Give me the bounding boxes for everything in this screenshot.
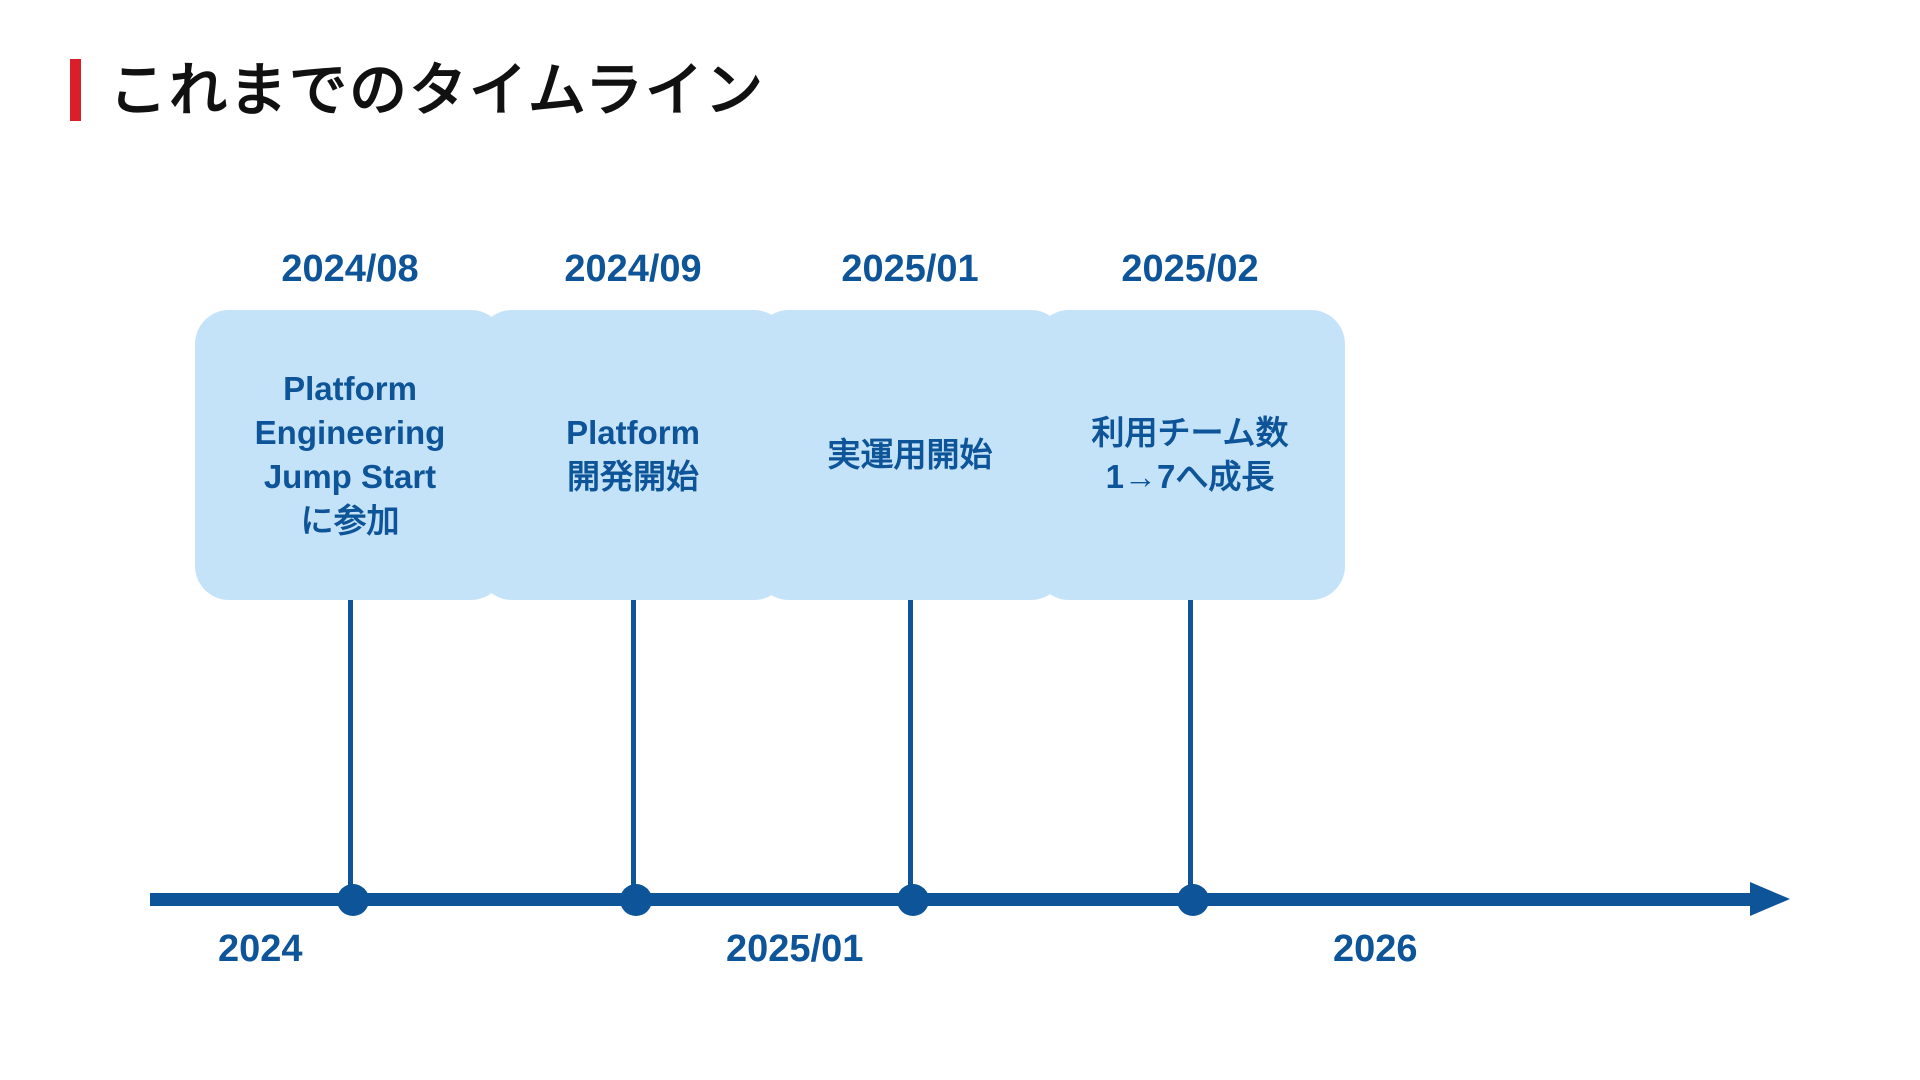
axis-label-middle: 2025/01 (726, 928, 864, 970)
milestone-2-date: 2024/09 (564, 248, 702, 290)
milestone-4-card[interactable]: 利用チーム数 1→7へ成長 (1035, 310, 1345, 600)
milestone-4-date: 2025/02 (1121, 248, 1259, 290)
page-title: これまでのタイムライン (109, 56, 765, 124)
axis-line (150, 893, 1750, 906)
milestone-4[interactable]: 2025/02 利用チーム数 1→7へ成長 (1035, 250, 1345, 885)
axis-label-start: 2024 (218, 928, 303, 970)
slide-header: これまでのタイムライン (70, 55, 765, 125)
milestone-2-label: Platform 開発開始 (566, 414, 700, 495)
milestone-3-date: 2025/01 (841, 248, 979, 290)
milestone-2[interactable]: 2024/09 Platform 開発開始 (478, 250, 788, 885)
milestone-1-date: 2024/08 (281, 248, 419, 290)
timeline-axis: 2024 2025/01 2026 (150, 882, 1790, 968)
axis-marker-3[interactable] (897, 884, 929, 916)
milestone-3-card[interactable]: 実運用開始 (755, 310, 1065, 600)
axis-arrow-icon (1750, 882, 1790, 916)
milestone-1[interactable]: 2024/08 Platform Engineering Jump Start … (195, 250, 505, 885)
milestone-2-card[interactable]: Platform 開発開始 (478, 310, 788, 600)
milestone-1-label: Platform Engineering Jump Start に参加 (254, 370, 446, 539)
milestone-1-card[interactable]: Platform Engineering Jump Start に参加 (195, 310, 505, 600)
axis-marker-1[interactable] (337, 884, 369, 916)
milestone-3-label: 実運用開始 (827, 436, 993, 474)
milestone-2-connector (630, 600, 636, 885)
milestone-1-connector (347, 600, 353, 885)
milestone-3-connector (907, 600, 913, 885)
milestone-4-connector (1187, 600, 1193, 885)
title-accent-bar (70, 59, 81, 121)
milestone-3[interactable]: 2025/01 実運用開始 (755, 250, 1065, 885)
axis-label-end: 2026 (1333, 928, 1418, 970)
axis-marker-2[interactable] (620, 884, 652, 916)
axis-marker-4[interactable] (1177, 884, 1209, 916)
milestone-4-label: 利用チーム数 1→7へ成長 (1091, 414, 1289, 495)
